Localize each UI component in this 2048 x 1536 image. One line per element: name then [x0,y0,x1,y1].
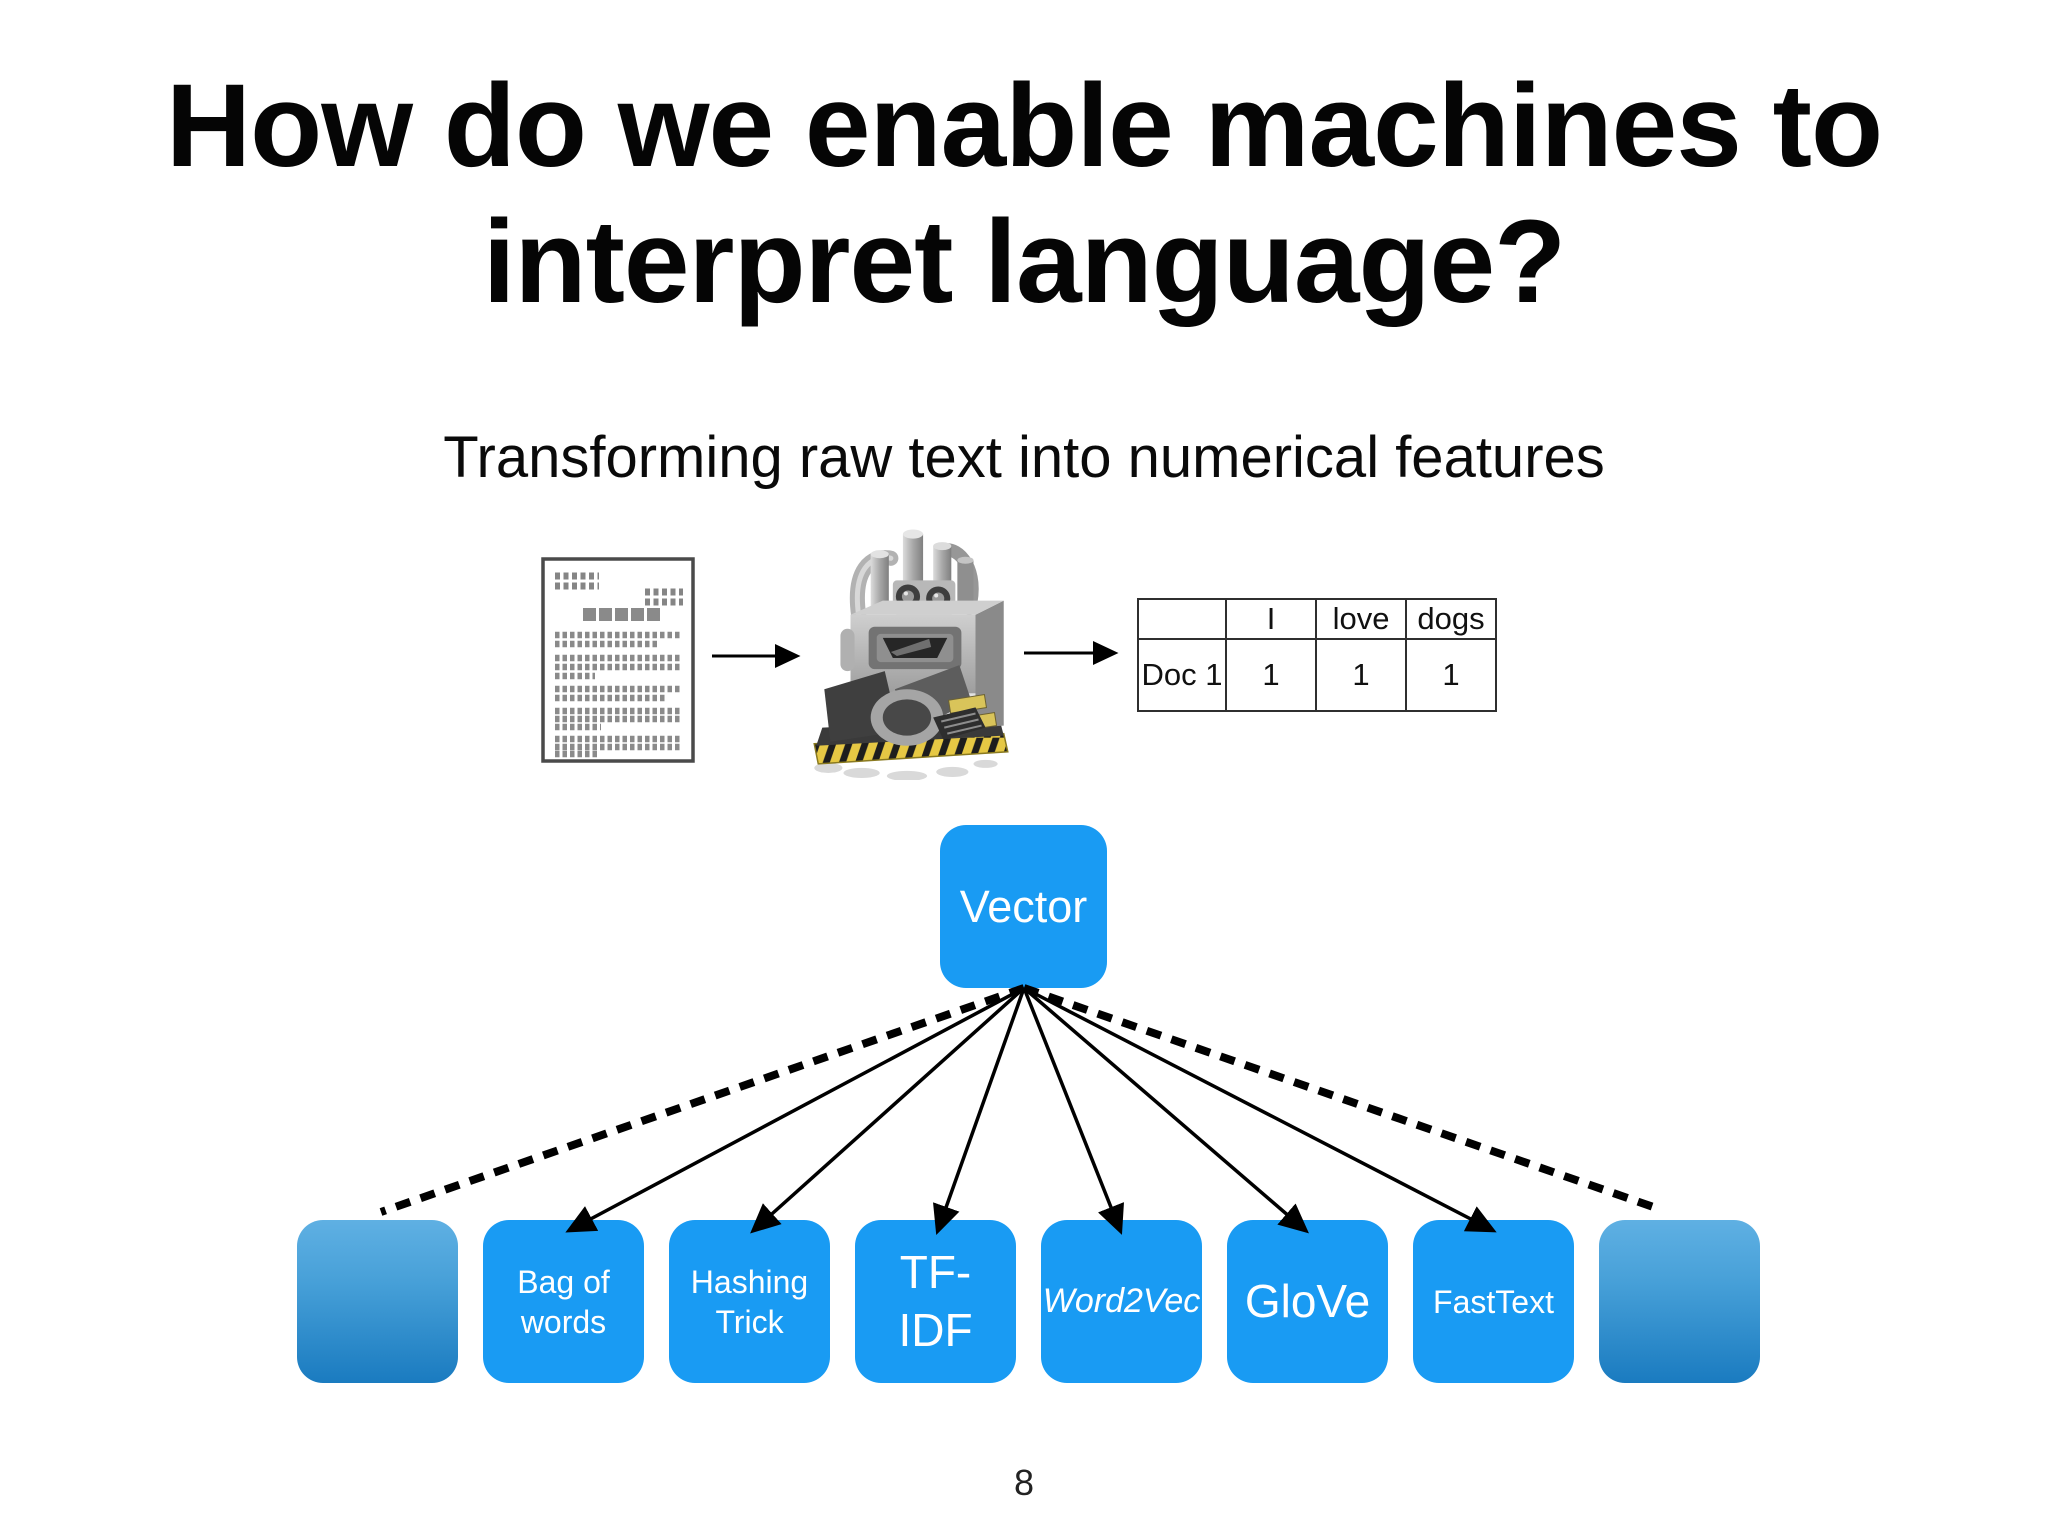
fan-arrow-dashed-right [1022,984,1664,1214]
document-icon [541,557,695,763]
table-cell: 1 [1315,638,1407,712]
table-cell-doc: Doc 1 [1137,638,1227,712]
vector-root-node: Vector [940,825,1107,988]
method-box-hashing-trick: Hashing Trick [669,1220,830,1383]
slide-subtitle: Transforming raw text into numerical fea… [443,425,1605,490]
fan-arrow-glove [1022,986,1309,1234]
table-header-cell: love [1315,598,1407,640]
method-box-placeholder-left [297,1220,458,1383]
table-cell: 1 [1225,638,1317,712]
fan-arrow-bag-of-words [565,986,1025,1233]
method-box-word2vec: Word2Vec [1041,1220,1202,1383]
page-number: 8 [1013,1462,1035,1503]
table-row: Doc 1 1 1 1 [1137,638,1497,712]
method-box-tf-idf: TF-IDF [855,1220,1016,1383]
table-header-cell [1137,598,1227,640]
method-box-fasttext: FastText [1413,1220,1574,1383]
table-header-cell: I [1225,598,1317,640]
fan-arrow-dashed-left [379,984,1026,1216]
word-count-table: I love dogs Doc 1 1 1 1 [1137,598,1497,712]
table-header-cell: dogs [1405,598,1497,640]
fan-arrow-tf-idf [933,987,1026,1235]
slide-title: How do we enable machines to interpret l… [0,58,2048,330]
fan-arrow-hashing-trick [750,986,1026,1234]
table-header-row: I love dogs [1137,598,1497,640]
method-box-bag-of-words: Bag of words [483,1220,644,1383]
slide-title-line-2: interpret language? [482,196,1566,328]
method-box-glove: GloVe [1227,1220,1388,1383]
method-box-placeholder-right [1599,1220,1760,1383]
fan-arrow-fasttext [1023,986,1497,1233]
fan-arrow-word2vec [1022,987,1124,1235]
factory-machine-icon [813,529,1009,780]
table-cell: 1 [1405,638,1497,712]
slide-title-line-1: How do we enable machines to [165,60,1883,192]
